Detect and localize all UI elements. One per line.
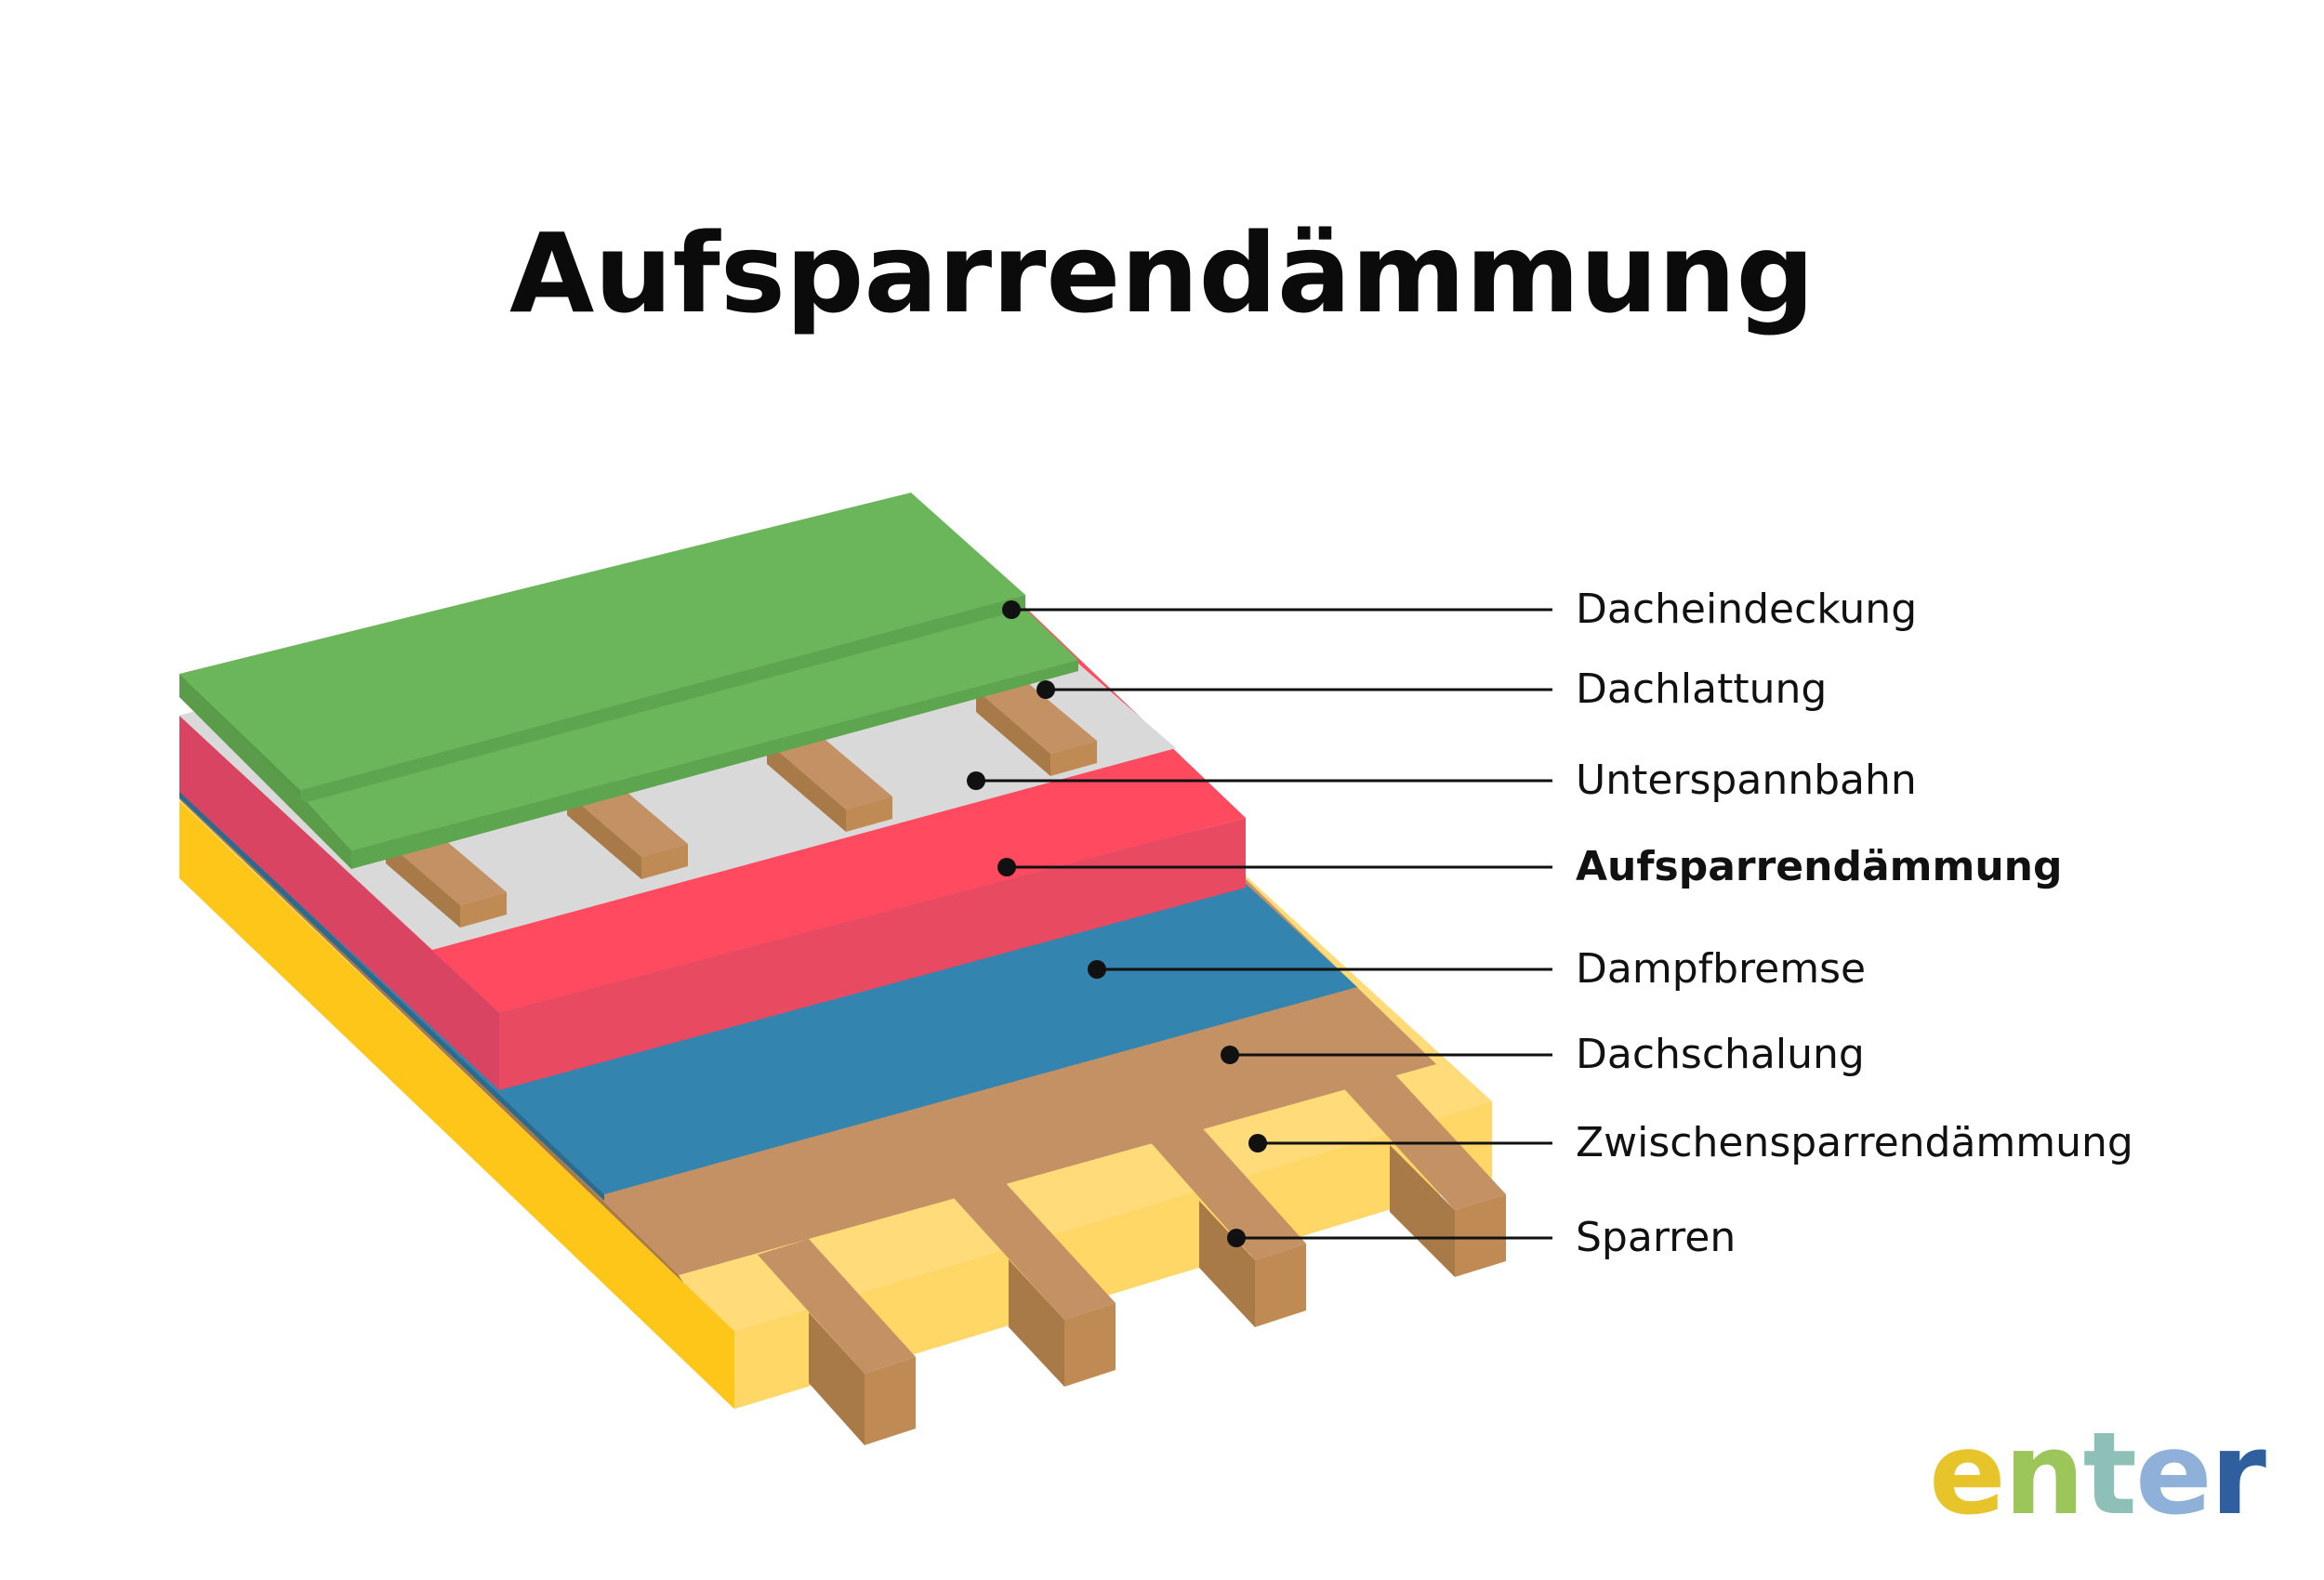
dot-sparren — [1227, 1229, 1246, 1247]
rafters — [758, 1069, 1506, 1445]
dot-dampfbremse — [1088, 960, 1106, 979]
battens — [386, 678, 1097, 928]
dot-dacheindeckung — [1002, 600, 1021, 619]
logo-letter: r — [2210, 1408, 2266, 1540]
dot-dachschalung — [1221, 1046, 1239, 1064]
dot-dachlattung — [1037, 680, 1055, 699]
page-title: Aufsparrendämmung — [509, 209, 1815, 337]
label-leaders — [976, 608, 1552, 1240]
dot-aufsparrendaemmung — [997, 858, 1016, 876]
label-unterspannbahn: Unterspannbahn — [1576, 757, 1917, 804]
label-dampfbremse: Dampfbremse — [1576, 945, 1867, 993]
enter-logo: enter — [1929, 1408, 2266, 1540]
logo-letter: e — [1929, 1408, 2006, 1540]
label-aufsparrendaemmung: Aufsparrendämmung — [1576, 843, 2063, 890]
dot-zwischensparrendaemmung — [1248, 1134, 1267, 1152]
label-zwischensparrendaemmung: Zwischensparrendämmung — [1576, 1119, 2133, 1166]
label-dachlattung: Dachlattung — [1576, 665, 1828, 713]
roof-covering-layer — [179, 493, 1078, 869]
label-sparren: Sparren — [1576, 1214, 1736, 1261]
leader-dots — [967, 600, 1267, 1247]
logo-letter: t — [2082, 1408, 2137, 1540]
label-dacheindeckung: Dacheindeckung — [1576, 586, 1918, 633]
logo-letter: e — [2134, 1408, 2212, 1540]
label-dachschalung: Dachschalung — [1576, 1031, 1865, 1078]
logo-letter: n — [2003, 1408, 2085, 1540]
dot-unterspannbahn — [967, 771, 985, 790]
